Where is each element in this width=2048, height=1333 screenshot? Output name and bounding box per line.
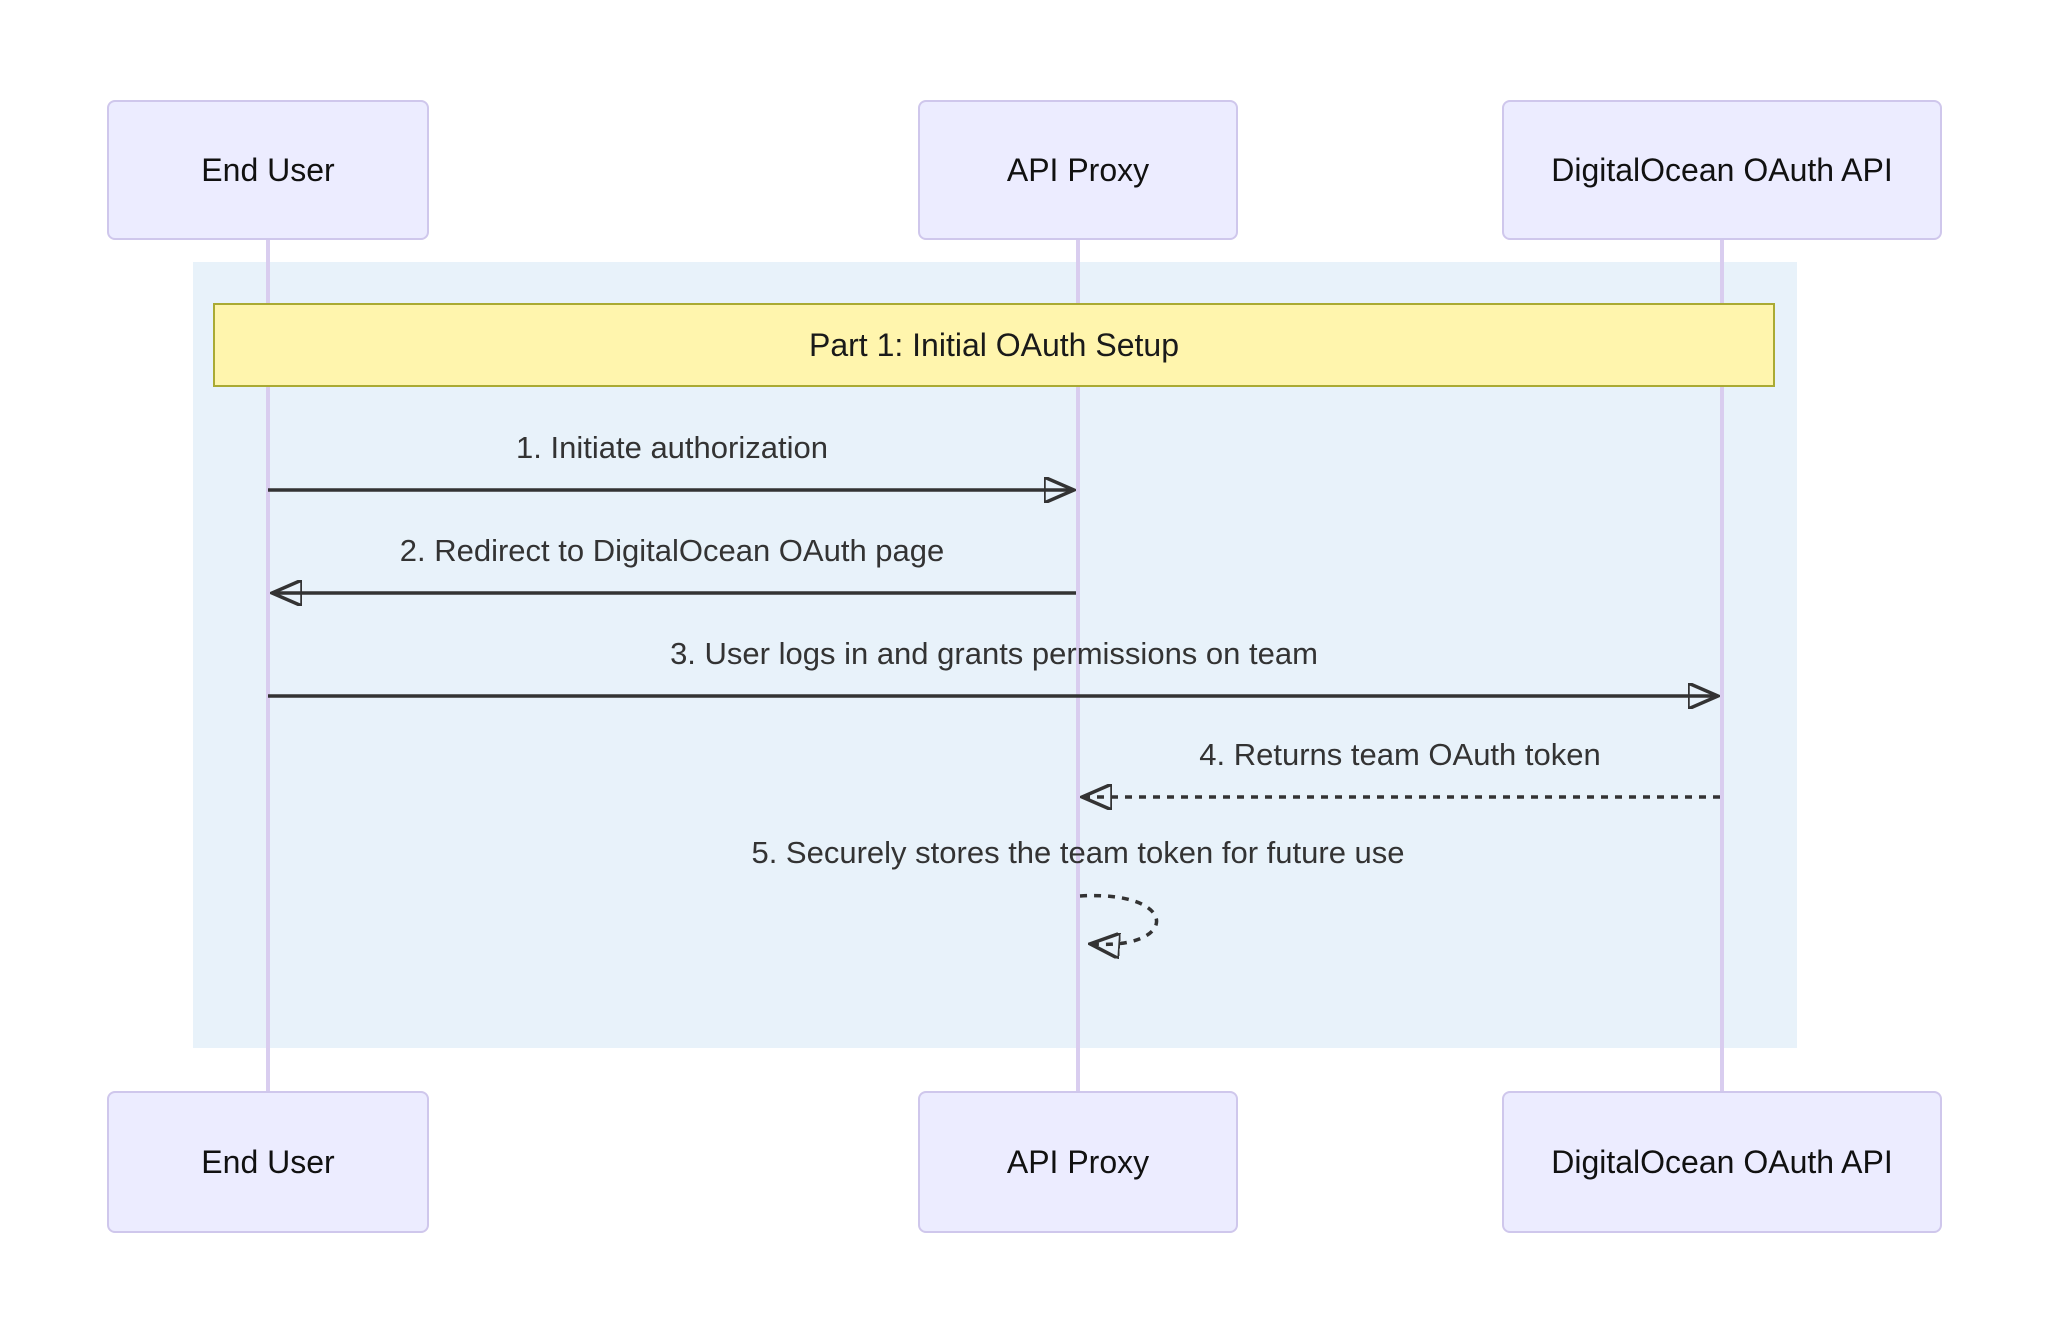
actor-label: API Proxy [1006,1143,1150,1180]
message-3-label: 3. User logs in and grants permissions o… [670,636,1318,671]
message-4-label: 4. Returns team OAuth token [1199,737,1601,772]
section-note: Part 1: Initial OAuth Setup [213,303,1775,387]
section-note-label: Part 1: Initial OAuth Setup [809,326,1179,363]
actor-bottom-end-user: End User [107,1091,429,1233]
message-2-label: 2. Redirect to DigitalOcean OAuth page [399,533,945,568]
actor-top-digitalocean-oauth-api: DigitalOcean OAuth API [1502,100,1942,240]
actor-label: DigitalOcean OAuth API [1551,1143,1893,1180]
actor-label: End User [201,1143,335,1180]
lifeline-digitalocean-oauth-api [1720,240,1724,1091]
actor-top-end-user: End User [107,100,429,240]
actor-label: API Proxy [1006,151,1150,188]
message-1-label: 1. Initiate authorization [516,430,828,465]
actor-bottom-digitalocean-oauth-api: DigitalOcean OAuth API [1502,1091,1942,1233]
actor-bottom-api-proxy: API Proxy [918,1091,1238,1233]
part1-background-rect [193,262,1797,1048]
actor-label: DigitalOcean OAuth API [1551,151,1893,188]
actor-label: End User [201,151,335,188]
message-5-label: 5. Securely stores the team token for fu… [751,835,1405,870]
lifeline-end-user [266,240,270,1091]
actor-top-api-proxy: API Proxy [918,100,1238,240]
lifeline-api-proxy [1076,240,1080,1091]
